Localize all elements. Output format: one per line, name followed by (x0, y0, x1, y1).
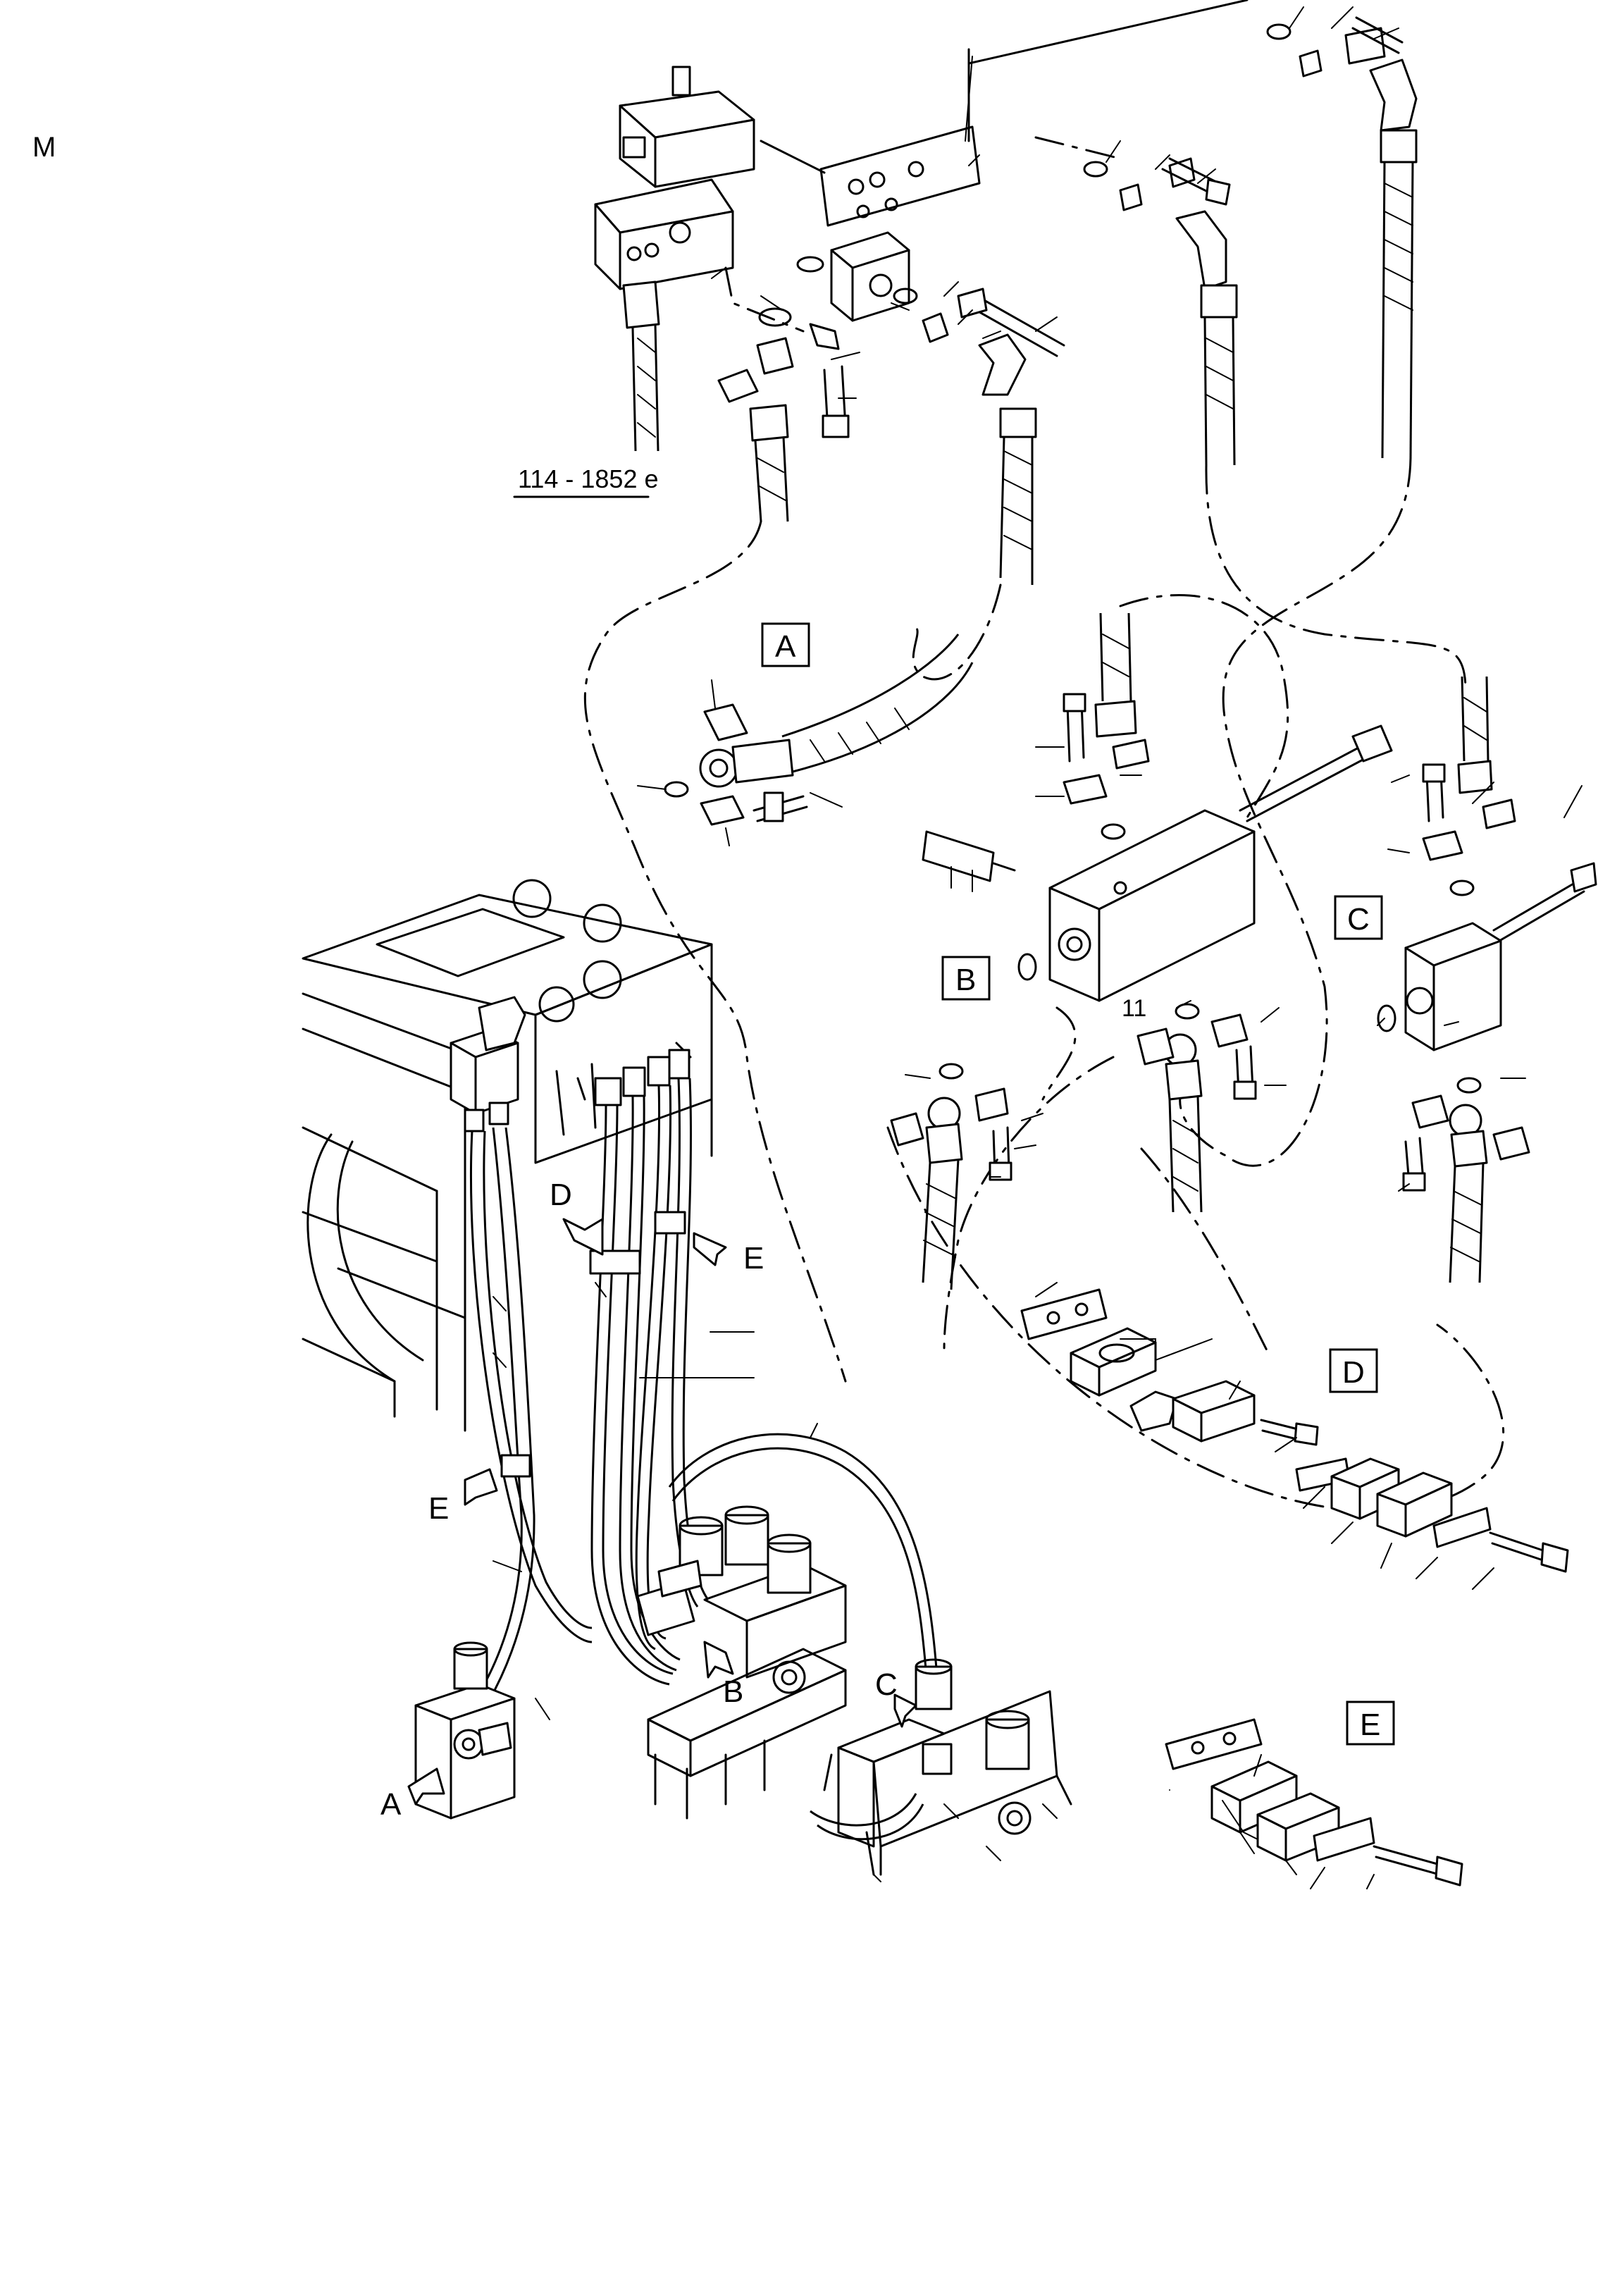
routing-lines (583, 136, 1504, 1512)
detail-b-lower (890, 1003, 1257, 1290)
hose-upper-left (622, 280, 660, 452)
arrow-label-d: D (550, 1178, 572, 1212)
arrow-label-c: C (875, 1667, 898, 1702)
item-number-11: 11 (1122, 995, 1146, 1022)
machine-frame (302, 879, 713, 1432)
detail-box-b: B (941, 956, 991, 1001)
bolts-top (822, 16, 1404, 438)
detail-e-clamp (1165, 1718, 1463, 1887)
detail-c-block (1377, 862, 1597, 1094)
adapter-block (830, 231, 910, 322)
detail-box-d: D (1329, 1348, 1378, 1393)
detail-a-fittings (637, 634, 974, 846)
detail-box-c-label: C (1347, 902, 1370, 937)
detail-box-c: C (1334, 895, 1383, 940)
frame-valve (450, 996, 526, 1132)
valve-bank-right (823, 1658, 1072, 1876)
detail-box-e: E (1346, 1701, 1395, 1746)
hose-far-right (1369, 58, 1418, 459)
overview-arrows (407, 1218, 917, 1806)
hose-left-lower (749, 404, 789, 522)
hose-elbow-right (1175, 210, 1238, 466)
detail-box-a: A (761, 622, 810, 667)
frame-hoses (450, 1078, 939, 1841)
sheet-letter: M (32, 132, 56, 163)
drawing-reference: 114 - 1852 e (513, 464, 659, 498)
detail-b-fittings (1063, 612, 1150, 840)
detail-b-block (922, 724, 1393, 1002)
arrow-label-a: A (380, 1787, 402, 1822)
detail-box-d-label: D (1342, 1355, 1365, 1390)
detail-d-clamp (1020, 1288, 1569, 1573)
arrow-label-b: B (723, 1674, 743, 1709)
hose-clamps (500, 1211, 686, 1478)
hose-elbow-center (978, 333, 1037, 585)
arrow-label-e-lower: E (428, 1491, 449, 1526)
valve-bank (636, 1505, 847, 1820)
upper-valve-block (594, 66, 755, 290)
drawing-ref-text: 114 - 1852 e (518, 464, 659, 493)
manifold-plate (760, 0, 1249, 227)
detail-c-fittings (1402, 676, 1530, 1283)
flange-fittings-top (717, 23, 1386, 403)
leader-lines (493, 6, 1582, 1889)
detail-box-e-label: E (1360, 1708, 1380, 1742)
detail-box-a-label: A (775, 629, 796, 664)
arrow-label-e-upper: E (743, 1241, 764, 1276)
detail-box-b-label: B (955, 963, 976, 997)
